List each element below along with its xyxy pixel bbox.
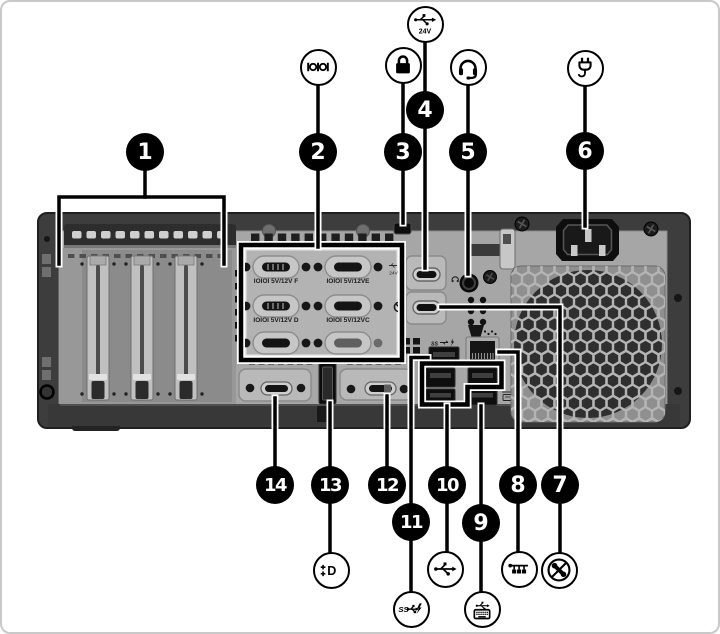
callout-4-badge: 4 xyxy=(406,91,444,129)
usb-a-ports: SS xyxy=(425,338,513,406)
usb-c-24v-port xyxy=(405,255,447,291)
slot-cover xyxy=(174,255,198,401)
callout-9-badge: 9 xyxy=(462,504,500,542)
serial-label-c: IOIOI 5V/12VC xyxy=(326,316,370,324)
svg-text:D: D xyxy=(327,564,336,578)
network-icon xyxy=(500,550,538,588)
serial-label-d: IOIOI 5V/12V D xyxy=(253,316,299,324)
left-edge-vents xyxy=(42,254,51,380)
usb-24v-icon: 24V xyxy=(406,5,444,43)
callout-11-badge: 11 xyxy=(392,503,430,541)
callout-10-badge: 10 xyxy=(428,466,466,504)
usb-ss-print: SS xyxy=(431,338,455,348)
headset-icon xyxy=(449,48,487,86)
callout-14-badge: 14 xyxy=(256,466,294,504)
power-plug-icon xyxy=(566,49,604,87)
svg-text:24V: 24V xyxy=(419,28,432,35)
svg-text:SS: SS xyxy=(431,342,438,348)
usb-ss-lightning-icon: SS xyxy=(392,590,430,628)
callout-2-badge: 2 xyxy=(299,133,337,171)
usb-24v-print: 24V xyxy=(389,263,399,277)
slot-cover xyxy=(86,255,110,401)
callout-13-badge: 13 xyxy=(311,466,349,504)
left-screw xyxy=(39,384,55,400)
rj45-port xyxy=(465,330,500,366)
slot-cover xyxy=(130,255,154,401)
callout-12-badge: 12 xyxy=(368,466,406,504)
callout-6-badge: 6 xyxy=(566,132,604,170)
option-plate-14 xyxy=(238,368,312,402)
psu-screws xyxy=(514,216,659,237)
fan-grille xyxy=(510,265,666,423)
no-modem-icon xyxy=(540,551,578,589)
option-plate-12 xyxy=(339,368,413,401)
callout-7-badge: 7 xyxy=(541,466,579,504)
usb-icon xyxy=(426,550,464,588)
serial-label-f: IOIOI 5V/12V F xyxy=(253,278,299,285)
power-inlet xyxy=(556,219,619,261)
io-cluster: 24V xyxy=(389,222,516,406)
displayport-port: ‡D xyxy=(318,358,337,405)
serial-port-icon xyxy=(299,48,337,86)
lock-icon xyxy=(384,46,422,84)
usb-c-option-port xyxy=(405,291,447,325)
expansion-slots xyxy=(60,224,236,404)
callout-1-badge: 1 xyxy=(126,133,164,171)
svg-text:24V: 24V xyxy=(389,271,398,277)
usb-keyboard-icon xyxy=(463,590,501,628)
callout-5-badge: 5 xyxy=(449,133,487,171)
serial-port-panel xyxy=(241,248,399,357)
callout-8-badge: 8 xyxy=(499,466,537,504)
svg-text:SS: SS xyxy=(398,605,409,614)
serial-label-e: IOIOI 5V/12VE xyxy=(326,278,370,285)
callout-3-badge: 3 xyxy=(384,133,422,171)
callout-lines xyxy=(55,39,589,595)
displayport-icon: D xyxy=(312,551,350,589)
callout-bracket-usb xyxy=(418,359,506,409)
